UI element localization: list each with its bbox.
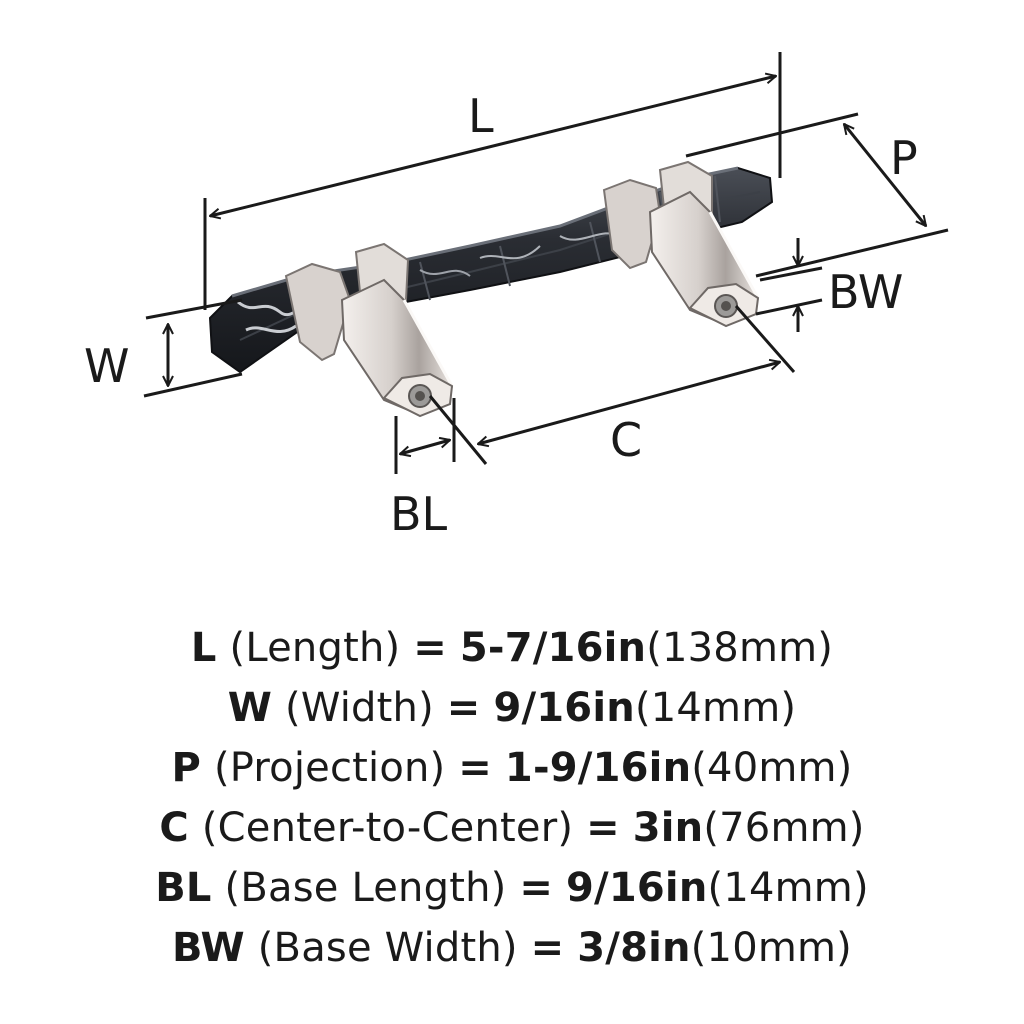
label-BL: BL [390, 487, 448, 541]
L-dimension-line [210, 76, 776, 216]
spec-mm-value: (14mm) [707, 865, 869, 911]
spec-code: BL [155, 865, 212, 911]
spec-name: (Base Width) [257, 925, 518, 971]
spec-name: (Width) [285, 685, 434, 731]
label-W: W [84, 339, 129, 393]
spec-inch-value: 9/16in [493, 685, 635, 731]
P-dimension-line [844, 124, 926, 226]
BL-dimension-line [400, 440, 450, 454]
label-C: C [610, 413, 642, 467]
spec-code: L [190, 625, 217, 671]
spec-equals: = [446, 685, 481, 731]
P-extension-top [685, 112, 859, 158]
spec-mm-value: (76mm) [703, 805, 865, 851]
spec-row-projection: P (Projection) = 1-9/16in(40mm) [0, 738, 1024, 798]
spec-mm-value: (14mm) [634, 685, 797, 731]
label-P: P [890, 131, 918, 185]
spec-name: (Base Length) [224, 865, 507, 911]
spec-inch-value: 9/16in [566, 865, 708, 911]
spec-inch-value: 1-9/16in [504, 745, 692, 791]
W-extension-top [145, 298, 243, 320]
spec-mm-value: (10mm) [690, 925, 852, 971]
spec-row-center-to-center: C (Center-to-Center) = 3in(76mm) [0, 798, 1024, 858]
spec-code: W [227, 685, 273, 731]
spec-equals: = [586, 805, 620, 851]
label-BW: BW [828, 265, 903, 319]
spec-row-base-width: BW (Base Width) = 3/8in(10mm) [0, 918, 1024, 978]
BW-extension-bottom [755, 298, 823, 316]
specification-list: L (Length) = 5-7/16in(138mm) W (Width) =… [0, 618, 1024, 978]
spec-name: (Center-to-Center) [201, 805, 574, 851]
spec-row-length: L (Length) = 5-7/16in(138mm) [0, 618, 1024, 678]
spec-mm-value: (138mm) [646, 625, 834, 671]
label-L: L [468, 89, 494, 143]
spec-row-base-length: BL (Base Length) = 9/16in(14mm) [0, 858, 1024, 918]
hardware-pull-diagram: L P W BW C BL [84, 52, 949, 541]
spec-inch-value: 3/8in [577, 925, 691, 971]
spec-name: (Projection) [213, 745, 446, 791]
spec-code: P [171, 745, 202, 791]
dimension-lines [143, 52, 949, 474]
spec-code: C [159, 805, 189, 851]
P-extension-bottom [755, 228, 949, 278]
C-dimension-line [478, 362, 780, 444]
spec-equals: = [519, 865, 554, 911]
spec-equals: = [458, 745, 492, 791]
spec-inch-value: 3in [632, 805, 704, 851]
left-post [284, 242, 454, 418]
spec-inch-value: 5-7/16in [459, 625, 647, 671]
spec-row-width: W (Width) = 9/16in(14mm) [0, 678, 1024, 738]
BW-extension-top [759, 266, 823, 282]
spec-name: (Length) [229, 625, 401, 671]
spec-equals: = [530, 925, 565, 971]
C-extension-right [734, 305, 796, 373]
spec-equals: = [413, 625, 447, 671]
spec-code: BW [172, 925, 245, 971]
W-extension-bottom [143, 372, 243, 398]
C-extension-left [428, 395, 488, 465]
spec-mm-value: (40mm) [691, 745, 853, 791]
